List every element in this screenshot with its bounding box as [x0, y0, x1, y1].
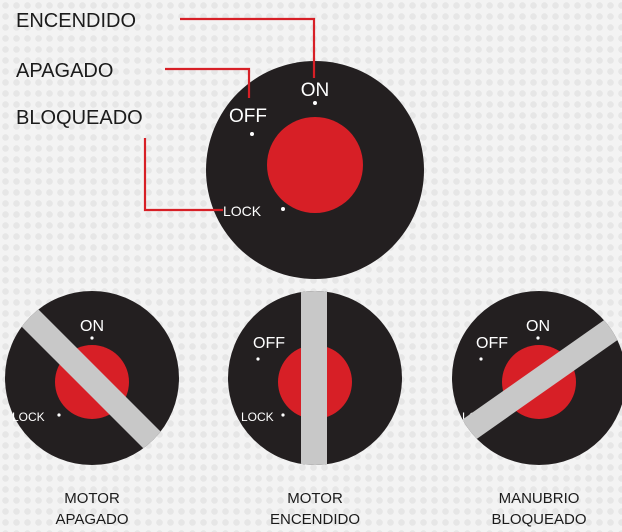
- state-engine-off: ON LOCK: [5, 291, 179, 465]
- lock-position-dot-icon: [57, 413, 61, 417]
- lock-position-dot-icon: [281, 413, 285, 417]
- caption-engine-off-line1: MOTOR: [64, 490, 120, 507]
- dial-label-on: ON: [301, 80, 330, 101]
- captions: MOTOR APAGADO MOTOR ENCENDIDO MANUBRIO B…: [55, 490, 586, 528]
- leader-line-on: [180, 17, 316, 78]
- dial-label-lock: LOCK: [241, 410, 274, 424]
- dial-label-on: ON: [80, 318, 104, 335]
- state-steering-locked: ON OFF LOCK: [452, 291, 622, 465]
- off-position-dot-icon: [256, 357, 260, 361]
- main-dial: ON OFF LOCK: [206, 61, 424, 279]
- state-engine-on: OFF LOCK: [228, 291, 402, 465]
- dial-label-off: OFF: [253, 335, 285, 352]
- dial-label-off: OFF: [476, 335, 508, 352]
- key-blade: [452, 308, 622, 453]
- caption-steering-locked-line2: BLOQUEADO: [491, 511, 586, 528]
- dial-label-lock: LOCK: [223, 203, 262, 219]
- key-blade: [301, 291, 327, 465]
- legend-label-on: ENCENDIDO: [16, 10, 136, 32]
- key-blade: [5, 291, 179, 465]
- caption-engine-on-line1: MOTOR: [287, 490, 343, 507]
- on-position-dot-icon: [313, 101, 317, 105]
- on-position-dot-icon: [90, 336, 94, 340]
- legend-label-off: APAGADO: [16, 60, 113, 82]
- off-position-dot-icon: [479, 357, 483, 361]
- caption-engine-on-line2: ENCENDIDO: [270, 511, 360, 528]
- off-position-dot-icon: [250, 132, 254, 136]
- leader-line-off: [165, 67, 251, 98]
- dial-label-off: OFF: [229, 106, 267, 127]
- legend: ENCENDIDO APAGADO BLOQUEADO: [16, 10, 316, 212]
- on-position-dot-icon: [536, 336, 540, 340]
- legend-label-lock: BLOQUEADO: [16, 107, 143, 129]
- key-knob: [267, 117, 363, 213]
- dial-label-lock: LOCK: [12, 410, 45, 424]
- lock-position-dot-icon: [281, 207, 285, 211]
- caption-engine-off-line2: APAGADO: [55, 511, 128, 528]
- dial-label-on: ON: [526, 318, 550, 335]
- caption-steering-locked-line1: MANUBRIO: [499, 490, 580, 507]
- leader-line-lock: [143, 138, 223, 212]
